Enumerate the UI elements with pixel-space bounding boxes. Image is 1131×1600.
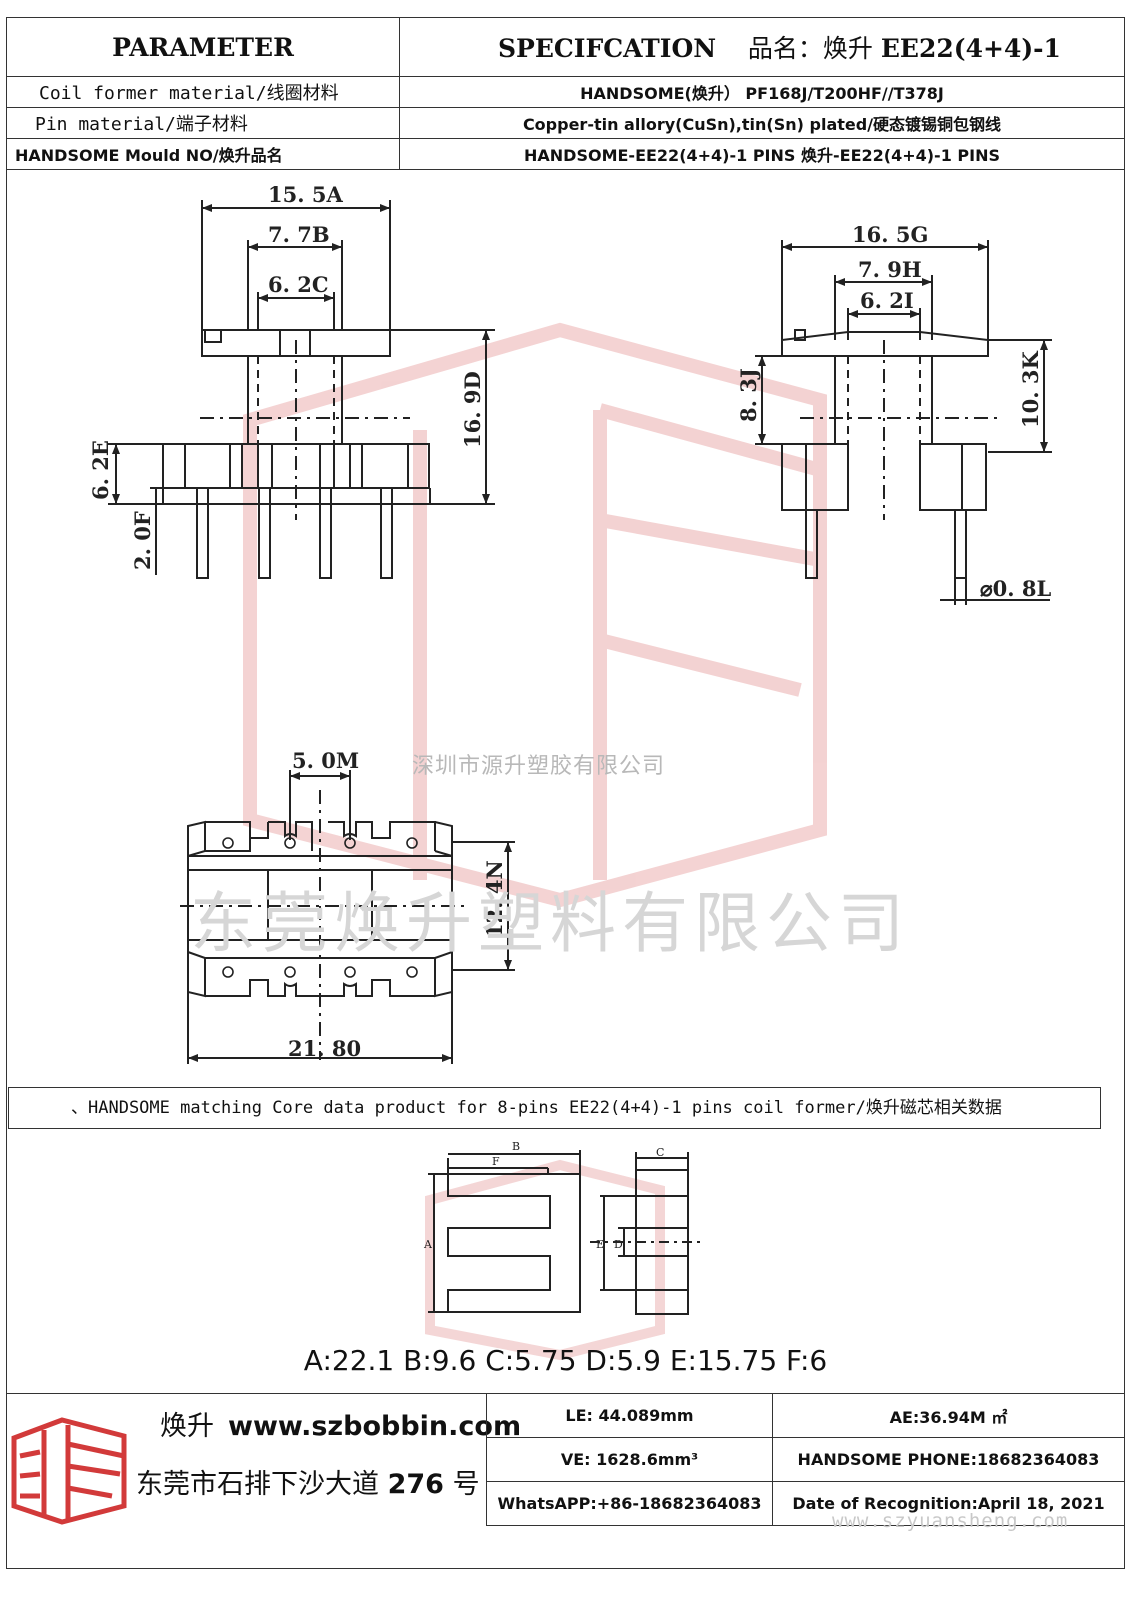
front-base <box>162 443 430 489</box>
watermark-company-large: 东莞焕升塑料有限公司 <box>190 885 910 962</box>
parameter-header: PARAMETER <box>6 17 400 77</box>
core-label-a: A <box>423 1238 433 1251</box>
front-notch <box>204 329 222 343</box>
address-prefix: 东莞市石排下沙大道 <box>136 1469 379 1500</box>
watermark-company-small: 深圳市源升塑胶有限公司 <box>412 754 666 779</box>
address-suffix: 号 <box>452 1469 480 1500</box>
front-pin-3 <box>319 487 332 579</box>
site-watermark: www.szyuansheng.com <box>832 1510 1069 1532</box>
dim-o-label: 21. 80 <box>288 1036 361 1061</box>
dim-n-label: 12. 4N <box>482 860 507 938</box>
dim-j-label: 8. 3J <box>736 368 761 422</box>
product-name-label: 品名：焕升 <box>747 34 873 63</box>
date-value: Date of Recognition:April 18, 2021 <box>772 1481 1125 1526</box>
mould-no-label: HANDSOME Mould NO/焕升品名 <box>6 138 400 170</box>
dim-b-label: 7. 7B <box>268 222 330 247</box>
dim-d-label: 16. 9D <box>460 371 485 448</box>
side-pin-right <box>954 509 967 579</box>
core-values: A:22.1 B:9.6 C:5.75 D:5.9 E:15.75 F:6 <box>303 1344 828 1377</box>
website-link[interactable]: www.szbobbin.com <box>228 1411 522 1442</box>
side-base-right <box>919 443 987 511</box>
dim-e-label: 6. 2E <box>88 440 113 500</box>
logo-outline <box>11 1417 127 1525</box>
dim-m-label: 5. 0M <box>292 748 359 773</box>
dim-h-label: 7. 9H <box>858 257 922 282</box>
product-code: EE22(4+4)-1 <box>880 34 1061 63</box>
address-number: 276 <box>387 1469 444 1500</box>
specification-label: SPECIFCATION <box>498 34 717 63</box>
magnetic-data-table: LE: 44.089mm AE:36.94M ㎡ VE: 1628.6mm³ H… <box>486 1393 1125 1526</box>
ae-value: AE:36.94M ㎡ <box>772 1393 1125 1438</box>
core-label-c: C <box>656 1146 664 1159</box>
specification-header: SPECIFCATION 品名：焕升 EE22(4+4)-1 <box>399 17 1125 77</box>
front-pin-4 <box>380 487 393 579</box>
dim-f-label: 2. 0F <box>130 511 155 570</box>
dim-a-label: 15. 5A <box>268 182 343 207</box>
brand-line: 焕升 www.szbobbin.com <box>160 1404 521 1443</box>
dim-i-label: 6. 2I <box>860 288 914 313</box>
side-flange <box>781 331 989 357</box>
core-label-d: D <box>614 1238 623 1251</box>
address-line: 东莞市石排下沙大道 276 号 <box>136 1462 480 1501</box>
dim-c-label: 6. 2C <box>268 272 329 297</box>
core-data-title: 、HANDSOME matching Core data product for… <box>8 1087 1101 1129</box>
e-core-shape <box>447 1173 581 1313</box>
side-pin-left <box>805 509 818 579</box>
core-label-e: E <box>596 1238 604 1251</box>
front-pin-2 <box>258 487 271 579</box>
dim-g-label: 16. 5G <box>852 222 928 247</box>
dim-l-label: ⌀0. 8L <box>980 576 1051 601</box>
brand-name: 焕升 <box>160 1411 214 1442</box>
ve-value: VE: 1628.6mm³ <box>486 1437 773 1482</box>
dim-k-label: 10. 3K <box>1018 351 1043 428</box>
i-core-shape <box>635 1169 689 1315</box>
whatsapp-value: WhatsAPP:+86-18682364083 <box>486 1481 773 1526</box>
pin-material-label: Pin material/端子材料 <box>6 107 400 139</box>
front-flange <box>201 329 391 357</box>
front-pin-1 <box>196 487 209 579</box>
core-label-b: B <box>512 1140 520 1153</box>
le-value: LE: 44.089mm <box>486 1393 773 1438</box>
mould-no-value: HANDSOME-EE22(4+4)-1 PINS 焕升-EE22(4+4)-1… <box>399 138 1125 170</box>
spec-table: PARAMETER SPECIFCATION 品名：焕升 EE22(4+4)-1… <box>6 17 1125 170</box>
core-label-f: F <box>492 1155 500 1168</box>
phone-value: HANDSOME PHONE:18682364083 <box>772 1437 1125 1482</box>
